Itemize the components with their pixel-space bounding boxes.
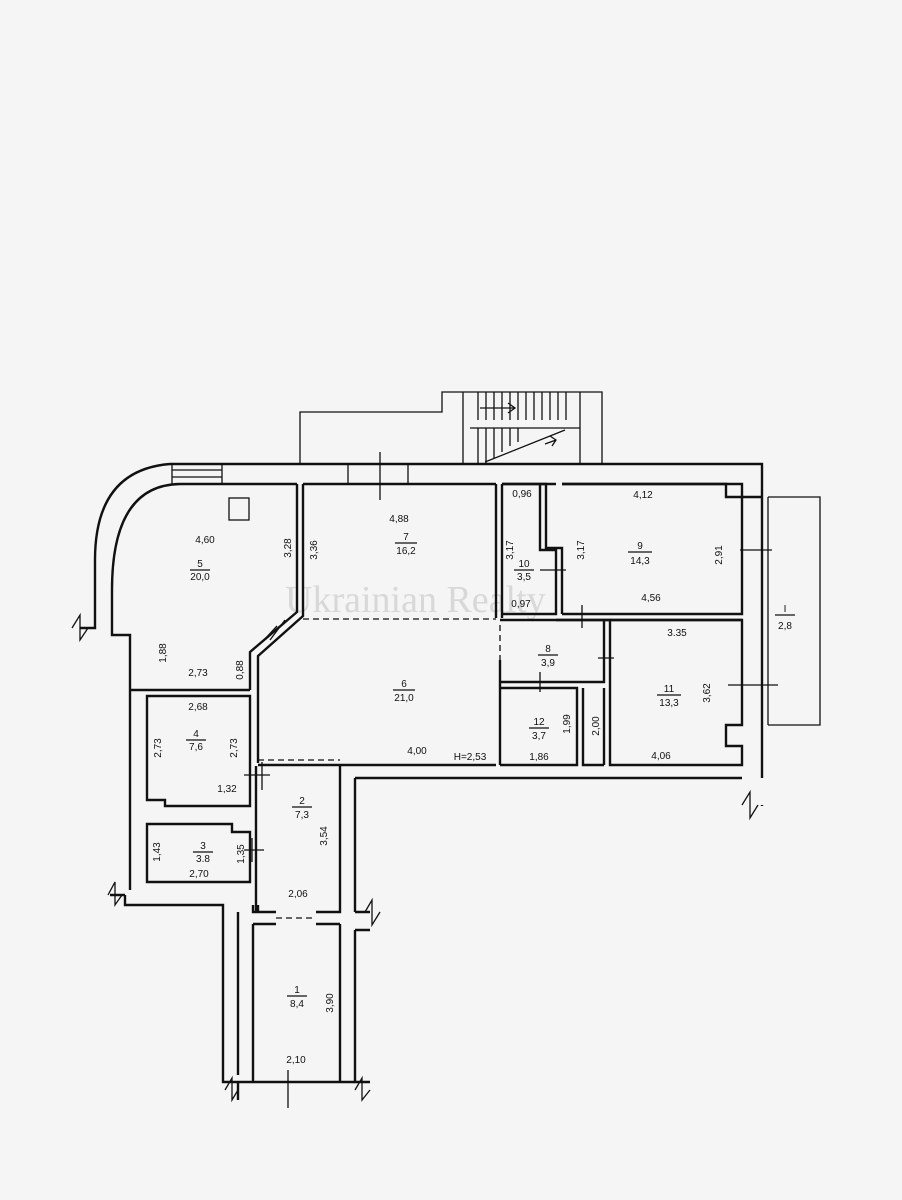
- dimension: 2,10: [286, 1055, 306, 1066]
- dimension: 2,73: [229, 738, 240, 758]
- dimension: 3,17: [576, 540, 587, 560]
- room-number: 5: [197, 559, 203, 570]
- dimension: 4,00: [407, 746, 427, 757]
- room-11-wall: [602, 618, 744, 767]
- room-area: 3,7: [532, 731, 546, 742]
- room-area: 8,4: [290, 999, 304, 1010]
- dimension: 0,88: [235, 660, 246, 680]
- room-12-wall: [500, 686, 604, 767]
- dimension: 0,97: [511, 599, 531, 610]
- room-area: 3.8: [196, 854, 210, 865]
- corridor-walls: [236, 905, 370, 1100]
- room-5-wall: [130, 484, 299, 692]
- room-area: 2,8: [778, 621, 792, 632]
- room-labels: 5 20,0 7 16,2 6 21,0 10 3,5 9 14,3 8 3,9…: [186, 532, 795, 1010]
- room-2-wall: [256, 763, 340, 912]
- dimension: 2,68: [188, 702, 208, 713]
- room-number: 4: [193, 729, 199, 740]
- dimension: 1,32: [217, 784, 237, 795]
- dimension: 4,12: [633, 490, 653, 501]
- room-3-wall: [145, 766, 258, 912]
- dimension: 2,91: [714, 545, 725, 565]
- dimension: 2,70: [189, 869, 209, 880]
- dimension: 2,73: [188, 668, 208, 679]
- dimension: 0,96: [512, 489, 532, 500]
- dimension: 3,17: [505, 540, 516, 560]
- room-number: 2: [299, 796, 305, 807]
- room-area: 7,3: [295, 810, 309, 821]
- room-area: 20,0: [190, 572, 210, 583]
- dimension: 3.35: [667, 628, 687, 639]
- room-number: 8: [545, 644, 551, 655]
- dimension: 4,60: [195, 535, 215, 546]
- room-number: 3: [200, 841, 206, 852]
- dimension: 1,35: [236, 844, 247, 864]
- room-4-wall: [145, 694, 252, 808]
- dimension: 3,28: [283, 538, 294, 558]
- room-number: 9: [637, 541, 643, 552]
- room-number: 1: [294, 985, 300, 996]
- ceiling-height: H=2,53: [454, 752, 487, 763]
- window-top: [171, 464, 223, 484]
- dimension: 1,88: [158, 643, 169, 663]
- dimension: 3,54: [319, 826, 330, 846]
- dimension-labels: 4,60 3,28 1,88 2,73 0,88 4,88 3,36 0,96 …: [152, 489, 725, 1066]
- room-number: 10: [518, 559, 530, 570]
- room-7-wall: [256, 484, 504, 763]
- room-area: 14,3: [630, 556, 650, 567]
- dimension: 1,99: [562, 714, 573, 734]
- room-number: 11: [664, 684, 675, 695]
- room-number: 12: [533, 717, 545, 728]
- room-I-wall: [767, 496, 821, 726]
- dimension: 3,62: [702, 683, 713, 703]
- dimension: 4,56: [641, 593, 661, 604]
- room-area: 3,5: [517, 572, 531, 583]
- dimension: 4,06: [651, 751, 671, 762]
- dimension: 3,90: [325, 993, 336, 1013]
- outer-wall: [80, 462, 764, 1084]
- room-area: 3,9: [541, 658, 555, 669]
- room-area: 7,6: [189, 742, 203, 753]
- break-marks: [71, 612, 759, 1103]
- dimension: 3,36: [309, 540, 320, 560]
- dimension: 1,86: [529, 752, 549, 763]
- window-mid: [347, 452, 409, 500]
- room-8-wall: [500, 618, 612, 688]
- column-icon: [228, 497, 250, 521]
- dimension: 2,06: [288, 889, 308, 900]
- room-6-wall: [338, 660, 502, 905]
- room-area: 21,0: [394, 693, 414, 704]
- dimension: 1,43: [152, 842, 163, 862]
- room-area: 16,2: [396, 546, 416, 557]
- room-number: 6: [401, 679, 407, 690]
- dimension: 4,88: [389, 514, 409, 525]
- dimension: 2,73: [153, 738, 164, 758]
- staircase-icon: [470, 392, 580, 464]
- dimension: 2,00: [591, 716, 602, 736]
- room-area: 13,3: [659, 698, 679, 709]
- room-number: 7: [403, 532, 409, 543]
- room-6-opening: [258, 625, 501, 761]
- door-marks: [244, 549, 778, 1108]
- room-number: I: [784, 604, 787, 615]
